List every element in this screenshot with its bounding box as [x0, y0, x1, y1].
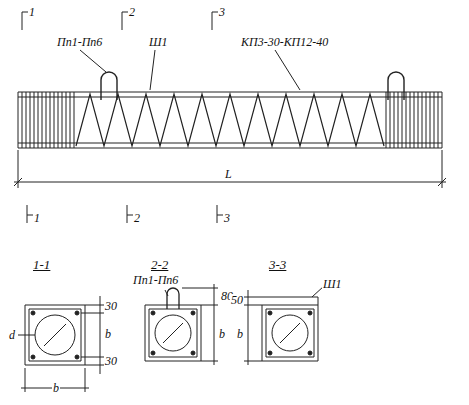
cross-section — [18, 296, 104, 392]
drawing-label: L — [224, 168, 233, 180]
drawing-label: Ш1 — [322, 278, 343, 290]
section-title: 2-2 — [150, 258, 169, 271]
section-title: 1-1 — [32, 258, 51, 271]
drawing-label: 3 — [218, 6, 226, 18]
cage-elevation — [18, 92, 442, 148]
drawing-label: 3 — [223, 212, 231, 224]
drawing-label: 2 — [133, 212, 141, 224]
drawing-label: d — [8, 329, 16, 341]
drawing-label: b — [52, 382, 60, 394]
drawing-label: 1 — [33, 212, 41, 224]
drawing-label: 30 — [104, 355, 118, 367]
drawing-label: 50 — [230, 294, 244, 306]
section-marker — [27, 205, 229, 223]
dimension-line — [14, 150, 446, 188]
drawing-label: 30 — [104, 300, 118, 312]
cross-section — [145, 284, 218, 365]
lifting-loop — [101, 72, 404, 100]
drawing-label: b — [218, 328, 226, 340]
drawing-label: Пп1-Пп6 — [56, 36, 103, 48]
drawing-label: 2 — [128, 6, 136, 18]
drawing-label: Ш1 — [148, 36, 169, 48]
section-marker — [22, 12, 224, 30]
leader-line — [80, 50, 300, 90]
drawing-label: КП3-30-КП12-40 — [240, 36, 329, 48]
drawing-label: Пп1-Пп6 — [132, 274, 179, 286]
drawing-label: b — [236, 328, 244, 340]
drawing-label: b — [104, 328, 112, 340]
drawing-label: 1 — [28, 6, 36, 18]
cross-section — [244, 286, 324, 365]
section-title: 3-3 — [268, 258, 287, 271]
